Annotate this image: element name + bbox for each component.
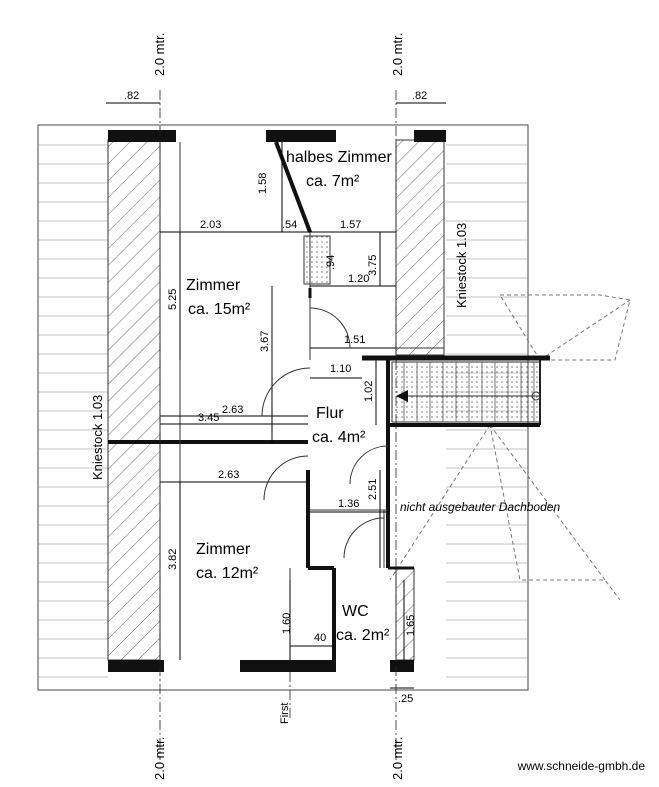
dim-151: 1.51: [344, 334, 365, 346]
offset-label-bl: 2.0 mtr.: [152, 737, 167, 780]
dim-110: 1.10: [330, 363, 351, 375]
dim-345: 3.45: [198, 412, 219, 424]
dim-251: 2.51: [367, 479, 379, 500]
dim-82-right: .82: [412, 90, 427, 102]
staircase: [391, 361, 541, 423]
dim-158: 1.58: [257, 173, 269, 194]
chimney: [303, 235, 331, 285]
dim-263-a: 2.63: [222, 404, 243, 416]
offset-label-tl: 2.0 mtr.: [152, 33, 167, 76]
offset-label-tr: 2.0 mtr.: [390, 33, 405, 76]
knee-wall-left: [107, 139, 161, 661]
roof-outline: [37, 124, 529, 691]
dim-160: 1.60: [281, 613, 293, 634]
dim-263-b: 2.63: [218, 469, 239, 481]
room-large-name: Zimmer: [186, 277, 241, 294]
dim-054: .54: [282, 219, 297, 231]
room-small-name: halbes Zimmer: [286, 149, 392, 166]
outer-walls: [108, 130, 446, 672]
dim-382: 3.82: [167, 549, 179, 570]
ridge-label: First: [279, 703, 291, 724]
dim-025: .25: [398, 693, 413, 705]
hall-name: Flur: [316, 405, 344, 422]
dim-040: 40: [314, 632, 326, 644]
dim-102: 1.02: [363, 381, 375, 402]
knee-wall-right-lower: [395, 567, 415, 661]
dim-375: 3.75: [367, 255, 379, 276]
knee-label-right: Kniestock 1.03: [454, 223, 469, 308]
room-small-area: ca. 7m²: [306, 173, 360, 190]
room-mid-area: ca. 12m²: [196, 565, 259, 582]
knee-label-left: Kniestock 1.03: [90, 395, 105, 480]
room-mid-name: Zimmer: [196, 541, 251, 558]
dim-120: 1.20: [348, 273, 369, 285]
credit-url: www.schneide-gmbh.de: [517, 759, 645, 773]
wc-area: ca. 2m²: [336, 627, 390, 644]
dim-136: 1.36: [338, 498, 359, 510]
dim-157: 1.57: [340, 219, 361, 231]
attic-label: nicht ausgebauter Dachboden: [400, 500, 560, 514]
door-swings: [261, 307, 389, 559]
knee-wall-right-upper: [395, 139, 445, 356]
wc-name: WC: [342, 603, 369, 620]
dimension-lines: [106, 102, 446, 689]
room-large-area: ca. 15m²: [188, 301, 251, 318]
hall-area: ca. 4m²: [312, 429, 366, 446]
dim-367: 3.67: [259, 331, 271, 352]
dim-094: .94: [325, 255, 337, 270]
dim-165: 1.65: [405, 615, 417, 636]
center-lines: [159, 90, 397, 760]
offset-label-br: 2.0 mtr.: [390, 737, 405, 780]
dim-525: 5.25: [167, 289, 179, 310]
dim-82-left: .82: [124, 90, 139, 102]
attic-roof-lines: [389, 294, 631, 601]
dim-203: 2.03: [200, 219, 221, 231]
